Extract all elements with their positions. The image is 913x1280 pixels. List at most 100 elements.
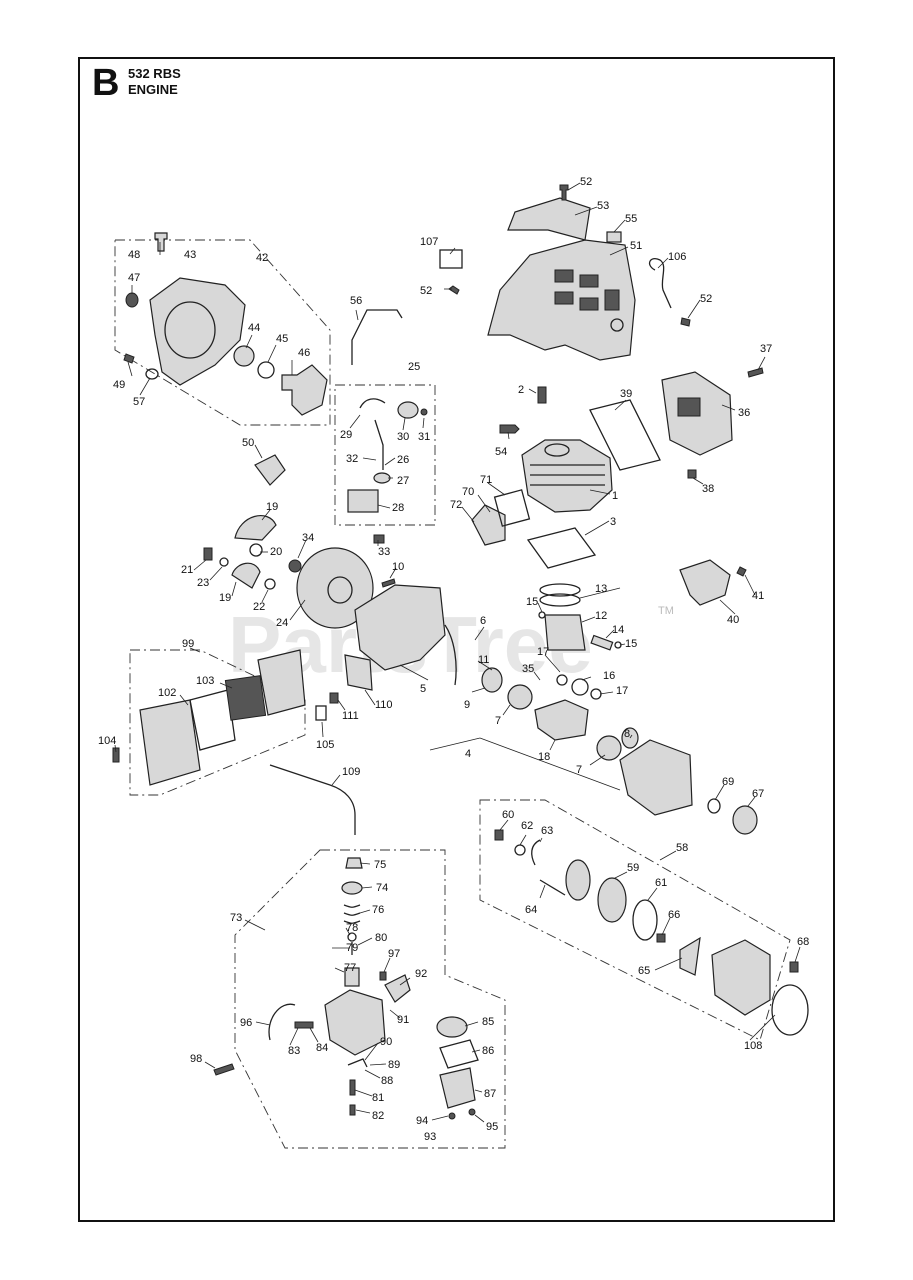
part-label: 105 [316, 739, 334, 751]
clutch-cover-part [254, 454, 286, 486]
filter-holder-part [257, 649, 306, 716]
screw-part [329, 692, 339, 704]
cylinder-gasket-part [526, 527, 597, 569]
starter-handle-part [679, 936, 701, 976]
model-title: 532 RBS [128, 66, 181, 81]
part-label: 37 [760, 343, 772, 355]
washer-part [264, 578, 276, 590]
part-label: 35 [522, 663, 534, 675]
part-label: 111 [342, 710, 359, 722]
part-label: 99 [182, 638, 194, 650]
decal-small-part [315, 705, 327, 721]
thrust-washer-part [556, 674, 568, 686]
seal-part [481, 667, 503, 693]
part-label: 60 [502, 809, 514, 821]
part-label: 24 [276, 617, 288, 629]
intake-gasket-part [493, 489, 531, 527]
part-label: 63 [541, 825, 553, 837]
part-label: 90 [380, 1036, 392, 1048]
part-label: 66 [668, 909, 680, 921]
cover-screw-part [448, 184, 691, 327]
fuel-kit-part [347, 398, 428, 513]
screw-part [747, 367, 764, 378]
clutch-shoe-part [234, 515, 277, 541]
part-label: 51 [630, 240, 642, 252]
pulley-part [514, 844, 526, 856]
part-label: 107 [420, 236, 438, 248]
part-label: 29 [340, 429, 352, 441]
part-label: 94 [416, 1115, 428, 1127]
starter-rope-part [539, 879, 566, 896]
fuel-line-part [351, 309, 403, 365]
clutch-drum-part [732, 805, 758, 835]
part-label: 73 [230, 912, 242, 924]
part-label: 58 [676, 842, 688, 854]
part-label: 72 [450, 499, 462, 511]
screw-part [494, 829, 504, 841]
part-label: 14 [612, 624, 624, 636]
part-label: 77 [344, 962, 356, 974]
part-label: 59 [627, 862, 639, 874]
part-label: 3 [610, 516, 616, 528]
part-label: 95 [486, 1121, 498, 1133]
part-label: 87 [484, 1088, 496, 1100]
part-label: 8 [624, 728, 630, 740]
part-label: 33 [378, 546, 390, 558]
part-label: 5 [420, 683, 426, 695]
part-label: 96 [240, 1017, 252, 1029]
spacer-plate-part [344, 654, 373, 691]
part-label: 2 [518, 384, 524, 396]
part-label: 11 [478, 654, 489, 666]
spring-clip-part [531, 839, 541, 866]
part-label: 104 [98, 735, 116, 747]
part-label: 46 [298, 347, 310, 359]
starter-housing-cover-part [711, 939, 771, 1016]
part-label: 18 [538, 751, 550, 763]
part-label: 21 [181, 564, 193, 576]
cover-top-part [507, 197, 591, 241]
part-label: 85 [482, 1016, 494, 1028]
part-label: 12 [595, 610, 607, 622]
flywheel-part [296, 547, 374, 629]
part-label: 31 [418, 431, 430, 443]
part-label: 65 [638, 965, 650, 977]
part-label: 76 [372, 904, 384, 916]
part-label: 57 [133, 396, 145, 408]
part-label: 4 [465, 748, 471, 760]
muffler-gasket-part [589, 399, 661, 471]
part-label: 1 [612, 490, 618, 502]
clip-part [606, 231, 622, 243]
part-label: 42 [256, 252, 268, 264]
part-label: 50 [242, 437, 254, 449]
crankcase-half-part [619, 739, 693, 816]
screw-part [789, 961, 799, 973]
part-label: 39 [620, 388, 632, 400]
flywheel-nut-part [288, 559, 302, 573]
part-label: 17 [537, 646, 549, 658]
part-label: 84 [316, 1042, 328, 1054]
part-label: 53 [597, 200, 609, 212]
part-label: 32 [346, 453, 358, 465]
part-label: 80 [375, 932, 387, 944]
part-label: 52 [580, 176, 592, 188]
part-label: 106 [668, 251, 686, 263]
part-label: 55 [625, 213, 637, 225]
part-label: 43 [184, 249, 196, 261]
cylinder-screw-part [537, 386, 547, 404]
part-label: 79 [346, 942, 358, 954]
bushing-part [707, 798, 721, 814]
screw-part [112, 747, 120, 763]
part-label: 7 [576, 764, 582, 776]
part-label: 19 [219, 592, 231, 604]
part-label: 102 [158, 687, 176, 699]
part-label: 98 [190, 1053, 202, 1065]
part-label: 78 [346, 922, 358, 934]
part-label: 56 [350, 295, 362, 307]
piston-pin-part [590, 634, 614, 651]
part-label: 41 [752, 590, 764, 602]
part-number-labels: 52 53 55 107 51 106 52 52 48 43 42 47 56… [98, 176, 809, 1143]
muffler-part [661, 371, 733, 456]
air-filter-cover-part [139, 699, 201, 786]
part-label: 20 [270, 546, 282, 558]
group-outline-starter-housing [114, 239, 331, 426]
